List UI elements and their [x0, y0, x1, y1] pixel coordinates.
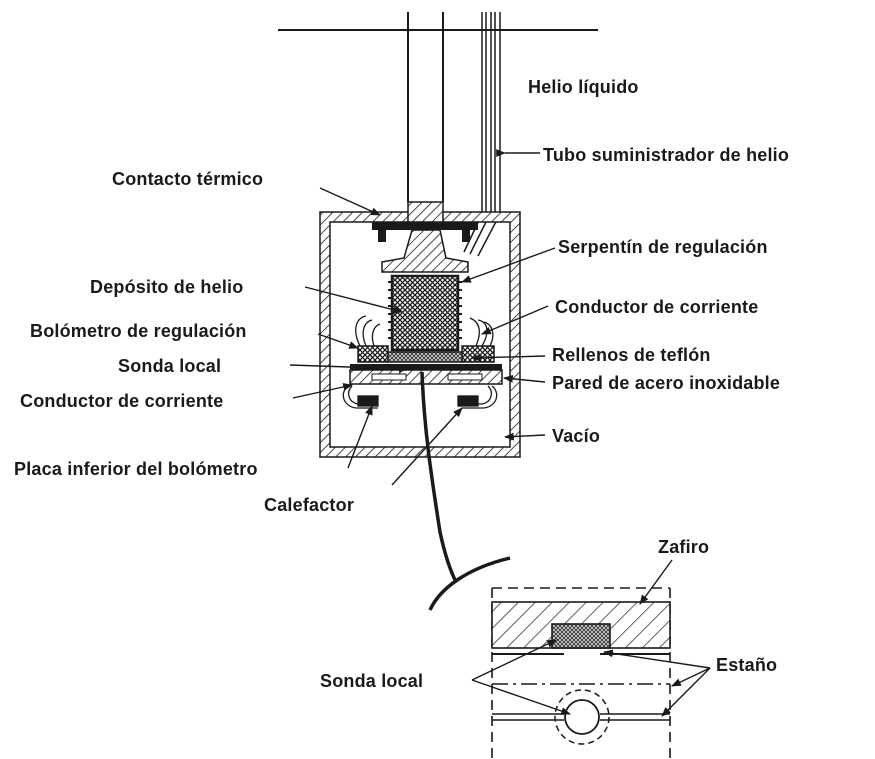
label-placa-inferior: Placa inferior del bolómetro	[14, 459, 258, 479]
label-deposito: Depósito de helio	[90, 277, 244, 297]
probe-cable	[420, 371, 458, 583]
label-tubo-suministrador: Tubo suministrador de helio	[543, 145, 790, 165]
label-sonda-local-top: Sonda local	[118, 356, 222, 376]
bolometer-plate	[349, 364, 503, 385]
leader-lines	[289, 149, 556, 486]
label-conductor-corriente-right: Conductor de corriente	[555, 297, 759, 317]
regulation-coil	[388, 281, 462, 339]
magnifier-arc	[428, 556, 511, 611]
detail-leader-lines	[471, 559, 711, 717]
label-rellenos-teflon: Rellenos de teflón	[552, 345, 711, 365]
label-calefactor: Calefactor	[264, 495, 355, 515]
thermal-contact-block	[372, 201, 478, 273]
label-zafiro: Zafiro	[658, 537, 710, 557]
helium-reservoir	[390, 274, 460, 352]
label-estano: Estaño	[716, 655, 778, 675]
sapphire-detail	[491, 587, 671, 759]
label-contacto-termico: Contacto térmico	[112, 169, 264, 189]
label-bolometro-regulacion: Bolómetro de regulación	[30, 321, 247, 341]
label-conductor-corriente-left: Conductor de corriente	[20, 391, 224, 411]
label-helio-liquido: Helio líquido	[528, 77, 639, 97]
label-vacio: Vacío	[552, 426, 601, 446]
heaters	[342, 385, 498, 409]
label-serpentin: Serpentín de regulación	[558, 237, 768, 257]
central-tube	[407, 12, 444, 202]
label-sonda-local-bottom: Sonda local	[320, 671, 424, 691]
label-pared-acero: Pared de acero inoxidable	[552, 373, 781, 393]
